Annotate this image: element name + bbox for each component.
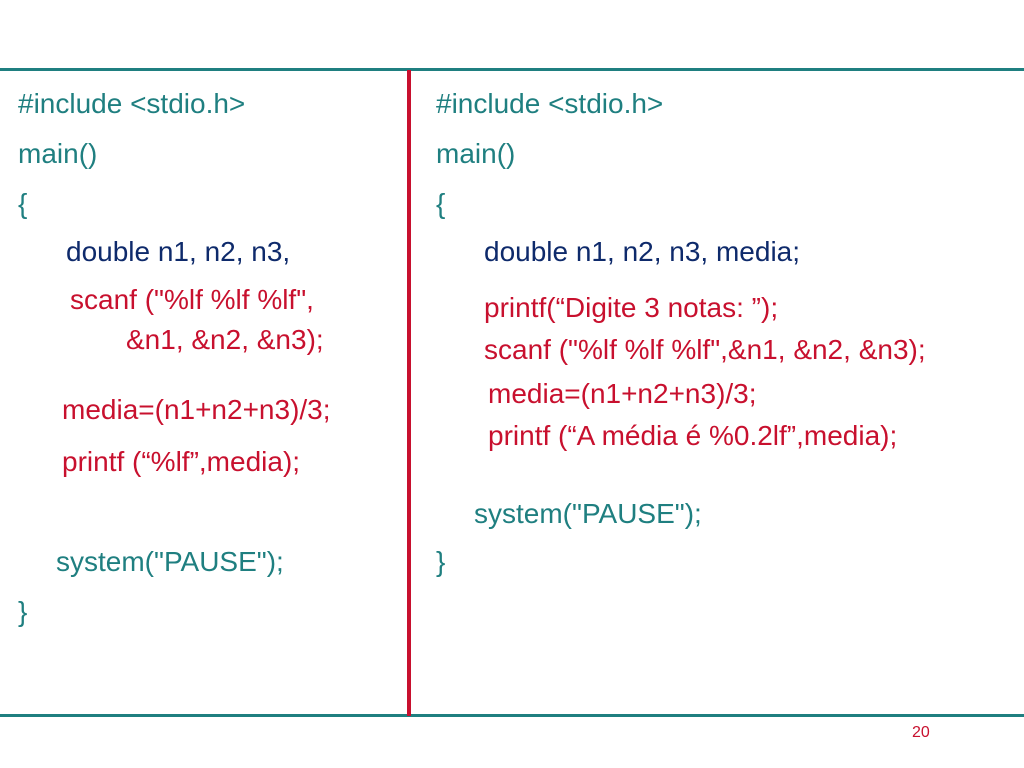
left-system-line: system("PAUSE"); xyxy=(56,546,284,577)
left-scanf-line-1: scanf ("%lf %lf %lf", xyxy=(70,284,314,315)
left-printf-line: printf (“%lf”,media); xyxy=(62,446,301,477)
left-main-line: main() xyxy=(18,138,98,169)
right-printf-prompt-line: printf(“Digite 3 notas: ”); xyxy=(484,292,779,323)
right-scanf-line: scanf ("%lf %lf %lf",&n1, &n2, &n3); xyxy=(484,334,926,365)
right-close-brace: } xyxy=(436,546,446,577)
left-media-line: media=(n1+n2+n3)/3; xyxy=(62,394,331,425)
right-media-line: media=(n1+n2+n3)/3; xyxy=(488,378,757,409)
left-scanf-line-2: &n1, &n2, &n3); xyxy=(126,324,324,355)
left-open-brace: { xyxy=(18,188,28,219)
right-system-line: system("PAUSE"); xyxy=(474,498,702,529)
right-main-line: main() xyxy=(436,138,516,169)
bottom-rule xyxy=(0,714,1024,717)
right-open-brace: { xyxy=(436,188,446,219)
top-rule xyxy=(0,68,1024,71)
left-declaration-line: double n1, n2, n3, xyxy=(66,236,291,267)
right-include-line: #include <stdio.h> xyxy=(436,88,664,119)
right-printf-result-line: printf (“A média é %0.2lf”,media); xyxy=(488,420,898,451)
left-include-line: #include <stdio.h> xyxy=(18,88,246,119)
column-divider xyxy=(407,70,411,716)
right-declaration-line: double n1, n2, n3, media; xyxy=(484,236,801,267)
left-close-brace: } xyxy=(18,596,28,627)
slide-number: 20 xyxy=(912,724,930,741)
